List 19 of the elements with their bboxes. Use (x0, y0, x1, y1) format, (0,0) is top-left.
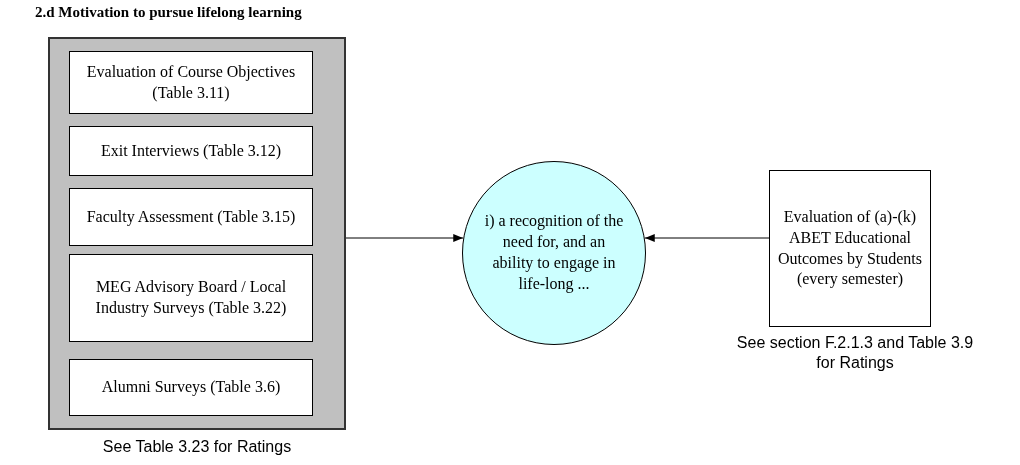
diagram-title: 2.d Motivation to pursue lifelong learning (35, 4, 302, 21)
node-label: Alumni Surveys (Table 3.6) (100, 377, 282, 398)
node-label: i) a recognition of the need for, and an ability to engage in life-long ... (483, 211, 625, 295)
process-box (69, 126, 313, 176)
group-panel (48, 37, 346, 430)
arrow (644, 234, 770, 242)
node-label: Exit Interviews (Table 3.12) (99, 140, 283, 162)
node-label: Faculty Assessment (Table 3.15) (85, 206, 297, 228)
node-label: See section F.2.1.3 and Table 3.9 for Ratings (735, 333, 975, 373)
arrow (345, 234, 464, 242)
node-label: See Table 3.23 for Ratings (101, 437, 293, 457)
process-box (769, 170, 931, 327)
process-box (69, 359, 313, 416)
process-box (69, 254, 313, 342)
process-box (69, 51, 313, 114)
node-label: Evaluation of (a)-(k) ABET Educational Outcomes by Students (every semester) (777, 206, 923, 290)
process-box (69, 188, 313, 246)
node-label: Evaluation of Course Objectives (Table 3.11) (85, 61, 297, 104)
node-label: MEG Advisory Board / Local Industry Surveys (Table 3.22) (94, 277, 288, 319)
